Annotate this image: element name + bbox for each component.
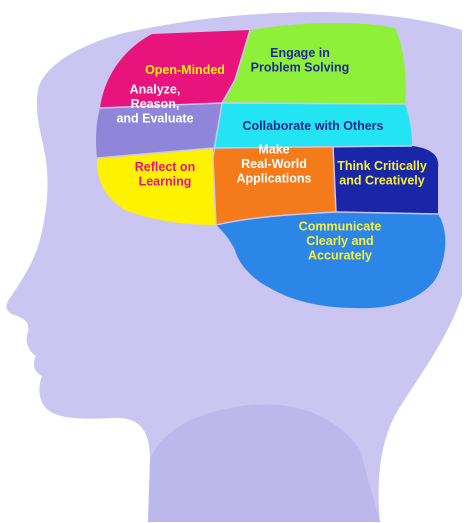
label-line: Collaborate with Others	[243, 119, 384, 133]
label-line: Analyze,	[130, 83, 181, 97]
head-shadow	[148, 404, 380, 522]
brain-segment-engage-in-problem-solving	[222, 22, 406, 104]
label-line: and Evaluate	[116, 112, 193, 126]
label-line: Reflect on	[135, 160, 195, 174]
label-line: Clearly and	[306, 234, 373, 248]
label-line: Learning	[139, 174, 192, 188]
brain-segment-reflect-on-learning	[96, 148, 216, 225]
label-analyze-reason-evaluate: Analyze,Reason,and Evaluate	[116, 83, 193, 126]
label-line: Real-World	[241, 157, 307, 171]
label-line: Communicate	[299, 220, 382, 234]
label-line: Think Critically	[337, 159, 427, 173]
label-line: Applications	[236, 172, 311, 186]
brain-segment-collaborate-with-others	[213, 103, 412, 148]
label-line: Reason,	[131, 97, 180, 111]
label-line: and Creatively	[339, 173, 425, 187]
brain-segment-analyze-reason-evaluate	[96, 103, 222, 158]
label-collaborate-with-others: Collaborate with Others	[243, 119, 384, 133]
label-line: Problem Solving	[251, 60, 350, 74]
label-open-minded: Open-Minded	[145, 63, 225, 77]
segment-dividers	[96, 29, 439, 226]
label-line: Accurately	[308, 249, 372, 263]
label-line: Open-Minded	[145, 63, 225, 77]
brain-segment-think-critically-creatively	[333, 146, 439, 214]
brain-segment-communicate-clearly	[216, 212, 446, 309]
label-line: Make	[258, 143, 289, 157]
brain-segment-open-minded	[100, 30, 250, 108]
brain-segment-make-real-world-applications	[213, 146, 336, 225]
label-line: Engage in	[270, 46, 330, 60]
